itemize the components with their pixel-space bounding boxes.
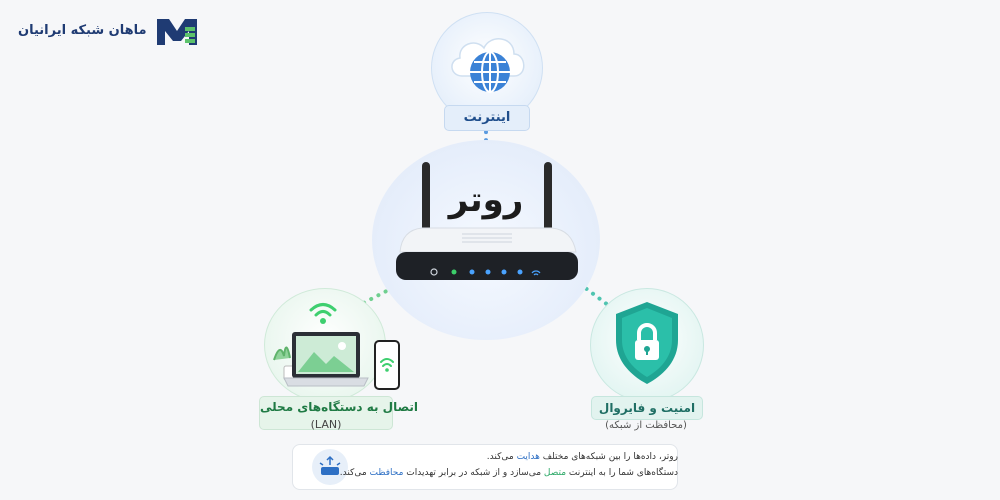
info-line-2-before: دستگاه‌های شما را به اینترنت bbox=[566, 468, 678, 478]
lan-label: اتصال به دستگاه‌های محلی (LAN) bbox=[259, 396, 419, 431]
info-line-2-after: می‌کند. bbox=[339, 468, 370, 478]
info-box bbox=[292, 444, 678, 490]
brand-logo-icon bbox=[155, 13, 199, 47]
phone-icon bbox=[374, 340, 400, 390]
info-line-2-highlight-2: محافظت bbox=[369, 468, 404, 478]
router-title: روتر bbox=[448, 180, 524, 220]
lan-label-main: اتصال به دستگاه‌های محلی bbox=[260, 400, 419, 414]
brand[interactable]: ماهان شبکه ایرانیان bbox=[18, 12, 199, 48]
security-label: امنیت و فایروال bbox=[591, 396, 703, 420]
brand-name: ماهان شبکه ایرانیان bbox=[18, 22, 147, 38]
router-small-icon bbox=[312, 449, 348, 485]
router-icon bbox=[392, 160, 582, 290]
laptop-icon bbox=[272, 330, 372, 390]
internet-label: اینترنت bbox=[444, 105, 530, 131]
info-line-1-after: می‌کند. bbox=[486, 452, 517, 462]
info-line-1-highlight: هدایت bbox=[516, 452, 540, 462]
info-line-2-highlight-1: متصل bbox=[543, 468, 567, 478]
info-line-1: روتر، داده‌ها را بین شبکه‌های مختلف هدای… bbox=[487, 452, 678, 462]
info-line-1-before: روتر، داده‌ها را بین شبکه‌های مختلف bbox=[539, 452, 678, 462]
cloud-globe-icon bbox=[444, 24, 532, 100]
shield-lock-icon bbox=[612, 300, 682, 386]
security-sublabel: (محافظت از شبکه) bbox=[605, 420, 687, 431]
info-line-2-middle: می‌سازد و از شبکه در برابر تهدیدات bbox=[403, 468, 544, 478]
info-line-2: دستگاه‌های شما را به اینترنت متصل می‌ساز… bbox=[340, 468, 678, 478]
wifi-icon bbox=[308, 300, 338, 328]
lan-label-sub: (LAN) bbox=[310, 418, 342, 431]
